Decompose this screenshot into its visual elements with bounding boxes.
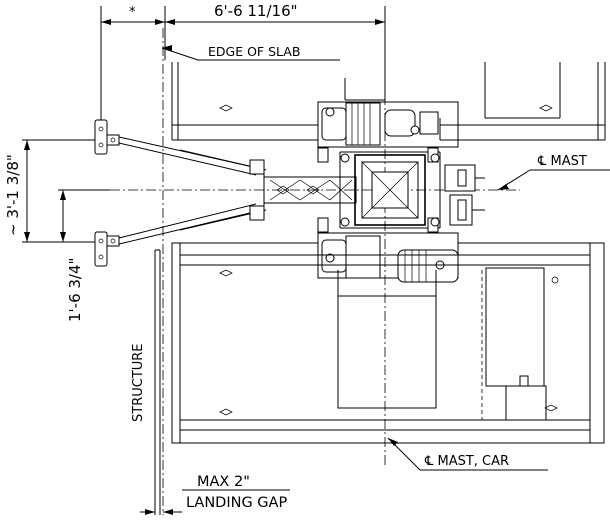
top-dimension: * 6'-6 11/16" — [100, 2, 386, 125]
dim-vertical-lower-label: 1'-6 3/4" — [66, 258, 84, 322]
dim-vertical-upper-label: ~ 3'-1 3/8" — [4, 154, 22, 236]
cl-mast-label: ℄ MAST — [537, 154, 587, 169]
tie-rods — [118, 136, 267, 245]
landing-gap-label: LANDING GAP — [186, 495, 287, 511]
lower-drive-unit — [317, 232, 459, 283]
upper-car-frame — [171, 62, 606, 141]
upper-drive-unit — [317, 101, 459, 148]
edge-of-slab-callout: EDGE OF SLAB — [161, 44, 340, 61]
right-side-equipment — [444, 164, 485, 226]
structure-label: STRUCTURE — [131, 343, 146, 422]
dim-top-label: 6'-6 11/16" — [214, 2, 298, 20]
mast-section — [317, 147, 441, 233]
dim-star-label: * — [129, 5, 136, 20]
wall-bracket-lower — [94, 231, 120, 267]
truss-arm — [263, 176, 357, 204]
slab-and-structure-lines — [154, 28, 164, 515]
cl-mast-car-label: ℄ MAST, CAR — [424, 454, 509, 469]
vertical-dimensions: ~ 3'-1 3/8" 1'-6 3/4" — [4, 139, 110, 322]
edge-of-slab-label: EDGE OF SLAB — [208, 44, 300, 59]
wall-bracket-upper — [94, 119, 120, 155]
landing-gap-dimension: MAX 2" LANDING GAP — [140, 474, 290, 515]
cl-mast-callout: ℄ MAST — [497, 154, 610, 191]
max-gap-label: MAX 2" — [197, 474, 250, 490]
lower-car-frame — [171, 242, 605, 444]
cl-mast-car-callout: ℄ MAST, CAR — [387, 437, 548, 471]
